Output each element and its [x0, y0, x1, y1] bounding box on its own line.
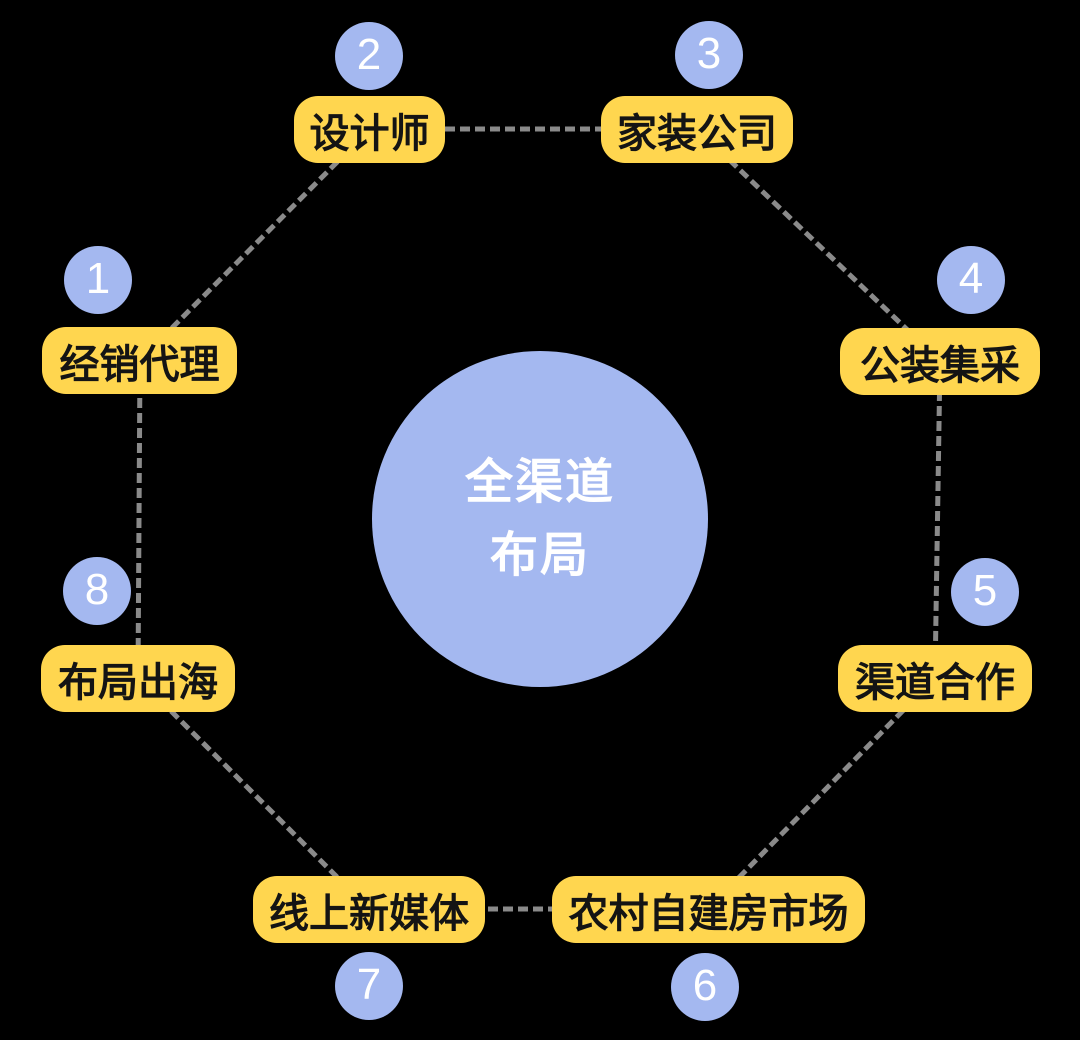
step-badge-5: 5 — [951, 558, 1019, 626]
node-label-rural-self-built-housing: 农村自建房市场 — [552, 876, 865, 943]
connector-7-8 — [136, 676, 371, 911]
connector-5-6 — [706, 676, 937, 911]
node-label-distribution-agency: 经销代理 — [42, 327, 237, 394]
step-badge-4: 4 — [937, 246, 1005, 314]
center-node: 全渠道 布局 — [372, 351, 708, 687]
node-label-overseas-expansion: 布局出海 — [41, 645, 235, 712]
connector-1-2 — [138, 127, 372, 362]
step-badge-8: 8 — [63, 557, 131, 625]
connector-3-4 — [695, 127, 942, 363]
center-title-line1: 全渠道 — [464, 456, 615, 509]
connector-4-5 — [932, 360, 943, 679]
node-label-designers: 设计师 — [294, 96, 445, 163]
node-label-public-decor-procurement: 公装集采 — [840, 328, 1040, 395]
center-title-line2: 布局 — [489, 529, 590, 582]
step-badge-1: 1 — [64, 246, 132, 314]
connector-8-1 — [135, 359, 143, 679]
node-label-online-new-media: 线上新媒体 — [253, 876, 485, 943]
step-badge-7: 7 — [335, 952, 403, 1020]
step-badge-2: 2 — [335, 22, 403, 90]
step-badge-6: 6 — [671, 953, 739, 1021]
node-label-channel-cooperation: 渠道合作 — [838, 645, 1032, 712]
step-badge-3: 3 — [675, 21, 743, 89]
node-label-home-decor-company: 家装公司 — [601, 96, 793, 163]
